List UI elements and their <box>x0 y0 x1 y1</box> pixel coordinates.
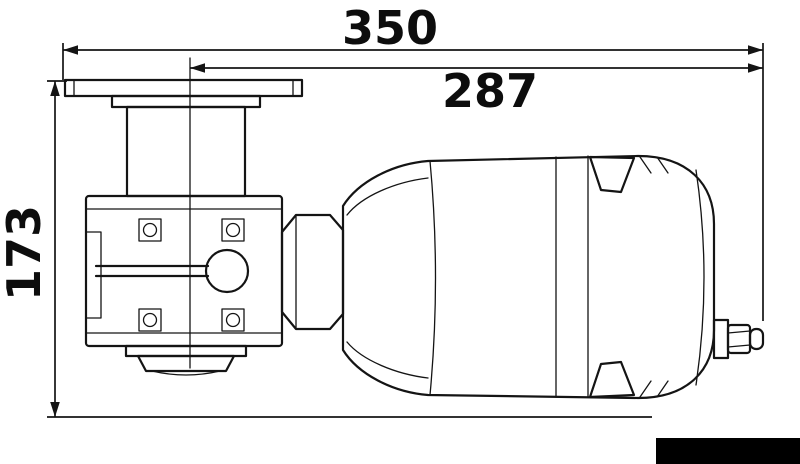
arrowhead-left-icon <box>190 63 205 73</box>
flange-plate <box>63 78 304 98</box>
coupling-body <box>280 213 345 331</box>
bolt <box>225 222 241 238</box>
bolt-pad <box>221 308 245 332</box>
latch-tab-bottom <box>588 360 636 399</box>
gearbox <box>84 194 284 348</box>
base-mount <box>124 344 248 376</box>
housing-seam-arc <box>429 160 437 396</box>
taper-contour-bottom <box>346 341 429 379</box>
bolt-pad <box>221 218 245 242</box>
shaft-hub <box>204 248 250 294</box>
coupling <box>280 213 345 331</box>
gearbox-body <box>84 194 284 348</box>
motor-body <box>341 154 716 400</box>
dimension-label-overall-width: 350 <box>342 1 438 55</box>
bolt <box>142 312 158 328</box>
windlass-outline <box>63 57 765 400</box>
arrowhead-top-icon <box>50 81 60 96</box>
base-foot-curve <box>151 370 221 376</box>
gland-tip <box>748 327 765 351</box>
gland-facet-bottom <box>727 344 751 348</box>
taper-contour-top <box>346 177 429 216</box>
rib-bottom-1 <box>639 380 652 398</box>
arrowhead-bottom-icon <box>50 402 60 417</box>
rib-top-1 <box>639 156 652 174</box>
latch-tab-top <box>588 155 636 194</box>
arrowhead-right-icon <box>748 63 763 73</box>
drum-barrel <box>125 105 247 198</box>
dimension-label-height: 173 <box>0 205 51 301</box>
bolt-pad <box>138 218 162 242</box>
end-cap-contour <box>695 169 705 386</box>
dimension-height: 173 <box>0 80 652 418</box>
base-plate <box>124 344 248 358</box>
gland-base <box>712 318 730 360</box>
cable-gland <box>712 318 765 360</box>
bolt-pad <box>138 308 162 332</box>
gland-nut <box>726 323 752 355</box>
dimension-label-body-width: 287 <box>442 64 538 118</box>
dimension-body-width: 287 <box>190 63 763 118</box>
base-skirt <box>136 354 236 373</box>
bolt <box>225 312 241 328</box>
gland-facet-top <box>727 330 751 334</box>
corner-black-block <box>656 438 800 464</box>
motor-housing <box>341 154 716 400</box>
dimension-overall-width: 350 <box>62 1 764 321</box>
drum-flange <box>63 78 304 198</box>
rib-top-2 <box>656 156 669 174</box>
rib-bottom-2 <box>656 380 669 398</box>
bolt <box>142 222 158 238</box>
arrowhead-left-icon <box>63 45 78 55</box>
flange-step <box>110 94 262 109</box>
arrowhead-right-icon <box>748 45 763 55</box>
